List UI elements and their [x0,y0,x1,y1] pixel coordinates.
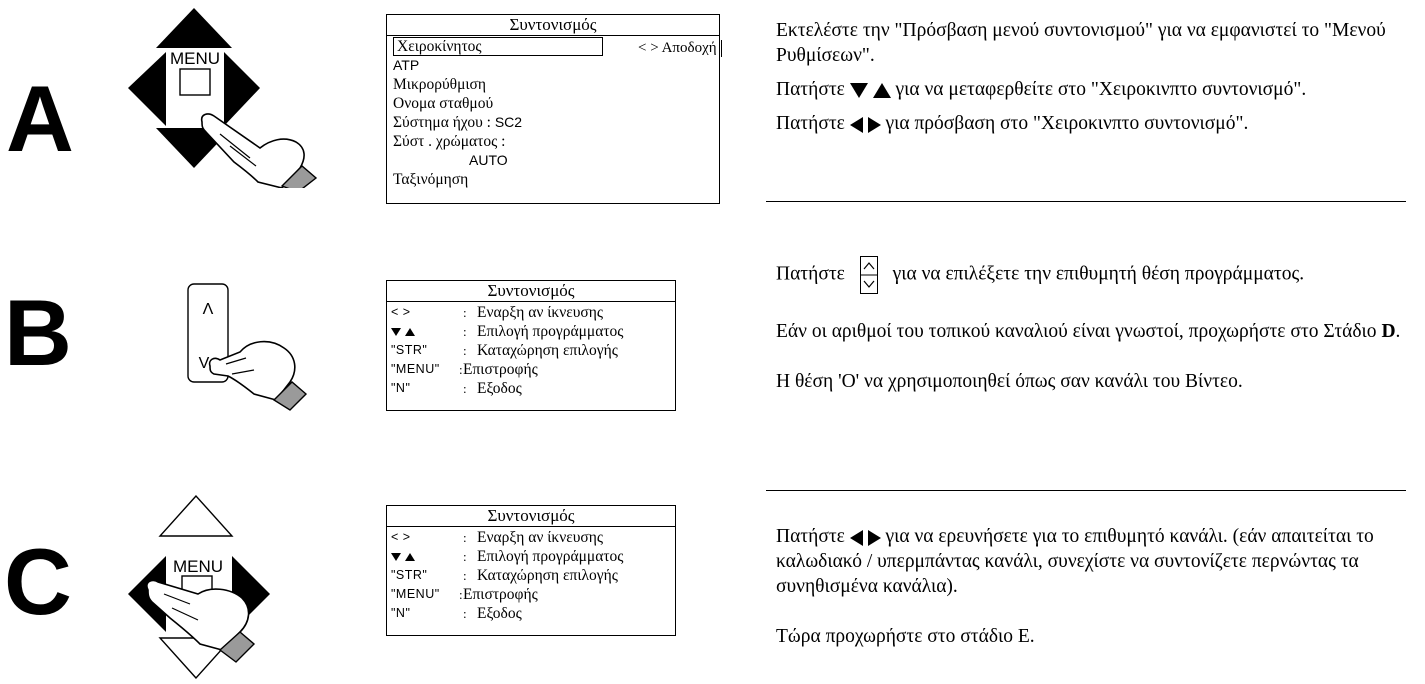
menu-row-search: < >:Εναρξη αν ίκνευσης [391,529,603,546]
left-arrow-icon [128,556,166,632]
channel-up-icon: Λ [203,301,214,318]
color-system-value: AUTO [469,152,508,168]
step-b-para-2: Εάν οι αριθμοί του τοπικού καναλιού είνα… [776,321,1401,342]
pointing-hand-icon [146,579,256,663]
up-arrow-icon [158,494,234,537]
right-arrow-icon [224,52,260,126]
step-c-instructions: Πατήστε για να ερευνήσετε για το επιθυμη… [776,524,1416,649]
channel-button-illustration: Λ V [187,283,308,411]
channel-rocker-button [187,283,229,383]
tuning-menu-screen-b: Συντονισμός < >:Εναρξη αν ίκνευσης :Επιλ… [386,280,676,411]
menu-row-program-select: :Επιλογή προγράμματος [391,322,671,341]
tuning-menu-screen-a: Συντονισμός Χειροκίνητος ATP Μικρορύθμισ… [386,14,720,204]
menu-item-fine-tune[interactable]: Μικρορύθμιση [393,76,487,93]
remote-arrow-pad-c: MENU [128,494,270,680]
menu-row-program-select: :Επιλογή προγράμματος [391,547,671,566]
remote-arrow-pad-a: MENU [128,8,318,188]
menu-row-return: "MENU":Επιστροφής [391,361,538,378]
left-arrow-icon [128,52,166,126]
down-arrow-icon [391,552,401,561]
step-letter-b: B [4,280,72,385]
tuning-menu-screen-c: Συντονισμός < >:Εναρξη αν ίκνευσης :Επιλ… [386,505,676,636]
left-arrow-icon [849,116,863,133]
up-arrow-icon [156,8,232,48]
down-arrow-icon [391,327,401,336]
menu-item-station-name[interactable]: Ονομα σταθμού [393,95,494,112]
step-c-para-2: Τώρα προχωρήστε στο στάδιο Ε. [776,626,1035,647]
step-a-instructions: Εκτελέστε την "Πρόσβαση μενού συντονισμο… [776,18,1416,136]
sound-system-value: SC2 [494,114,523,130]
menu-button [179,68,211,96]
right-arrow-icon [867,529,881,546]
step-b-para-3: Η θέση 'Ο' να χρησιμοποιηθεί όπως σαν κα… [776,371,1243,392]
step-b-para-1: Πατήστε για να επιλέξετε την επιθυμητή θ… [776,256,1416,294]
channel-up-down-icon [859,256,878,294]
channel-down-icon: V [199,355,210,372]
divider-2 [766,490,1406,491]
menu-title: Συντονισμός [387,506,675,527]
pointing-hand-icon [208,340,308,411]
menu-title: Συντονισμός [387,281,675,302]
step-c-para-1: Πατήστε για να ερευνήσετε για το επιθυμη… [776,526,1374,597]
menu-row-store: "STR":Καταχώρηση επιλογής [391,342,618,359]
menu-item-sound-system[interactable]: Σύστημα ήχου : SC2 [393,114,523,131]
menu-row-return: "MENU":Επιστροφής [391,586,538,603]
menu-row-exit: "N":Εξοδος [391,605,522,622]
step-a-para-2: Πατήστε για να μεταφερθείτε στο "Χειροκι… [776,79,1307,100]
step-letter-a: A [6,66,74,171]
menu-row-store: "STR":Καταχώρηση επιλογής [391,567,618,584]
menu-label: MENU [170,49,220,68]
menu-row-search: < >:Εναρξη αν ίκνευσης [391,304,603,321]
accept-hint: < > Αποδοχή [636,40,722,57]
menu-title: Συντονισμός [387,15,719,36]
menu-row-exit: "N":Εξοδος [391,380,522,397]
left-arrow-icon [849,529,863,546]
pointing-hand-icon [200,113,318,188]
step-a-para-1: Εκτελέστε την "Πρόσβαση μενού συντονισμο… [776,20,1386,66]
menu-item-manual[interactable]: Χειροκίνητος [393,37,713,56]
step-b-instructions: Πατήστε για να επιλέξετε την επιθυμητή θ… [776,256,1416,394]
step-letter-c: C [4,529,72,634]
menu-item-color-system[interactable]: Σύστ . χρώματος : [393,133,506,150]
menu-label: MENU [173,557,223,576]
step-a-para-3: Πατήστε για πρόσβαση στο "Χειροκινπτο συ… [776,113,1249,134]
menu-item-atp[interactable]: ATP [393,57,420,73]
up-arrow-icon [404,552,415,561]
menu-item-sort[interactable]: Ταξινόμηση [393,171,469,188]
down-arrow-icon [849,83,868,99]
up-arrow-icon [872,83,891,99]
right-arrow-icon [867,116,881,133]
divider-1 [766,201,1406,202]
up-arrow-icon [404,327,415,336]
